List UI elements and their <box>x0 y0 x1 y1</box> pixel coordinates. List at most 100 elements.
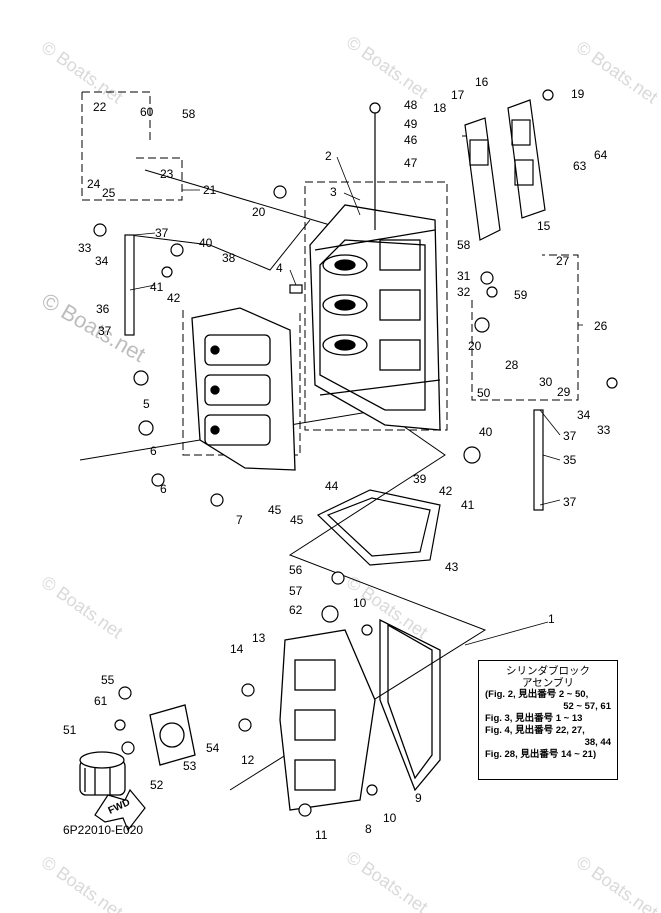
callout-37d: 37 <box>563 495 577 509</box>
callout-6a: 6 <box>150 444 157 458</box>
callout-14: 14 <box>230 642 244 656</box>
dashed-boundaries <box>81 91 579 456</box>
callout-54: 54 <box>206 741 220 755</box>
callout-21: 21 <box>203 183 217 197</box>
callout-45b: 45 <box>290 513 304 527</box>
callout-42b: 42 <box>439 484 453 498</box>
callout-41a: 41 <box>150 280 164 294</box>
legend-row: 38, 44 <box>584 737 611 748</box>
callout-20b: 20 <box>468 339 482 353</box>
callout-6b: 6 <box>160 482 167 496</box>
callout-4: 4 <box>276 261 283 275</box>
callout-53: 53 <box>183 759 197 773</box>
callout-33a: 33 <box>78 241 92 255</box>
head-cover <box>379 618 441 792</box>
legend-row: Fig. 28, 見出番号 14 ~ 21) <box>485 749 597 760</box>
legend-row: (Fig. 2, 見出番号 2 ~ 50, <box>485 689 589 700</box>
callout-37c: 37 <box>563 429 577 443</box>
callout-31: 31 <box>457 269 471 283</box>
callout-9: 9 <box>415 791 422 805</box>
crankcase <box>191 307 296 471</box>
callout-7: 7 <box>236 513 243 527</box>
callout-23: 23 <box>160 167 174 181</box>
callout-15: 15 <box>537 219 551 233</box>
callout-50: 50 <box>477 386 491 400</box>
callout-44: 44 <box>325 479 339 493</box>
legend-row: 52 ~ 57, 61 <box>563 701 611 712</box>
small-parts <box>93 89 618 817</box>
callout-16: 16 <box>475 75 489 89</box>
watermark: © Boats.net <box>573 37 661 107</box>
legend-row: Fig. 3, 見出番号 1 ~ 13 <box>485 713 583 724</box>
callout-59: 59 <box>514 288 528 302</box>
watermark: © Boats.net <box>573 852 661 913</box>
callout-2: 2 <box>325 149 332 163</box>
callout-11: 11 <box>315 828 328 842</box>
callout-28: 28 <box>505 358 519 372</box>
callout-29: 29 <box>557 385 571 399</box>
callout-10b: 10 <box>383 811 397 825</box>
callout-26: 26 <box>594 319 608 333</box>
callout-37a: 37 <box>155 226 169 240</box>
callout-47: 47 <box>404 156 418 170</box>
callout-34b: 34 <box>577 408 591 422</box>
callout-34a: 34 <box>95 254 109 268</box>
callout-33b: 33 <box>597 423 611 437</box>
callout-62: 62 <box>289 603 303 617</box>
callout-64: 64 <box>594 148 608 162</box>
callout-45a: 45 <box>268 503 282 517</box>
callout-61: 61 <box>94 694 108 708</box>
legend-box: シリンダブロック アセンブリ (Fig. 2, 見出番号 2 ~ 50, 52 … <box>478 660 618 780</box>
callout-5: 5 <box>143 397 150 411</box>
legend-row: Fig. 4, 見出番号 22, 27, <box>485 725 585 736</box>
watermark: © Boats.net <box>38 572 127 642</box>
callout-41b: 41 <box>461 498 475 512</box>
callout-8: 8 <box>365 822 372 836</box>
callout-3: 3 <box>330 185 337 199</box>
callout-18: 18 <box>433 101 447 115</box>
callout-19: 19 <box>571 87 585 101</box>
legend-title-line1: シリンダブロック <box>506 665 590 677</box>
watermark: © Boats.net <box>38 852 127 913</box>
callout-57: 57 <box>289 584 303 598</box>
callout-24: 24 <box>87 177 101 191</box>
callout-27: 27 <box>556 254 570 268</box>
exhaust-covers <box>464 99 546 241</box>
cylinder-head <box>279 629 376 811</box>
gasket <box>316 489 441 566</box>
callout-60: 60 <box>140 105 154 119</box>
callout-17: 17 <box>451 88 465 102</box>
fwd-arrow: FWD <box>94 788 146 832</box>
callout-39: 39 <box>413 472 427 486</box>
callout-58b: 58 <box>457 238 471 252</box>
assembly-outlines <box>79 169 487 791</box>
callout-labels: 1 2 3 4 5 6 6 7 8 9 10 10 11 12 13 14 15… <box>63 75 611 842</box>
callout-43: 43 <box>445 560 459 574</box>
callout-12: 12 <box>241 753 255 767</box>
callout-63: 63 <box>573 159 587 173</box>
callout-56: 56 <box>289 563 303 577</box>
leader-lines <box>129 156 583 646</box>
callout-13: 13 <box>252 631 266 645</box>
callout-51: 51 <box>63 723 77 737</box>
callout-55: 55 <box>101 673 115 687</box>
callout-30: 30 <box>539 375 553 389</box>
callout-42a: 42 <box>167 291 181 305</box>
callout-22: 22 <box>93 100 107 114</box>
watermark: © Boats.net <box>343 847 432 913</box>
watermark: © Boats.net <box>343 32 432 102</box>
oil-filter <box>79 704 196 796</box>
callout-10a: 10 <box>353 596 367 610</box>
callout-48: 48 <box>404 98 418 112</box>
legend-title-line2: アセンブリ <box>522 677 574 689</box>
callout-20a: 20 <box>252 205 266 219</box>
callout-52: 52 <box>150 778 164 792</box>
cylinder-block <box>309 204 441 431</box>
callout-35: 35 <box>563 453 577 467</box>
callout-32: 32 <box>457 285 471 299</box>
callout-46: 46 <box>404 133 418 147</box>
callout-40a: 40 <box>199 236 213 250</box>
callout-38: 38 <box>222 251 236 265</box>
callout-1: 1 <box>548 612 555 626</box>
